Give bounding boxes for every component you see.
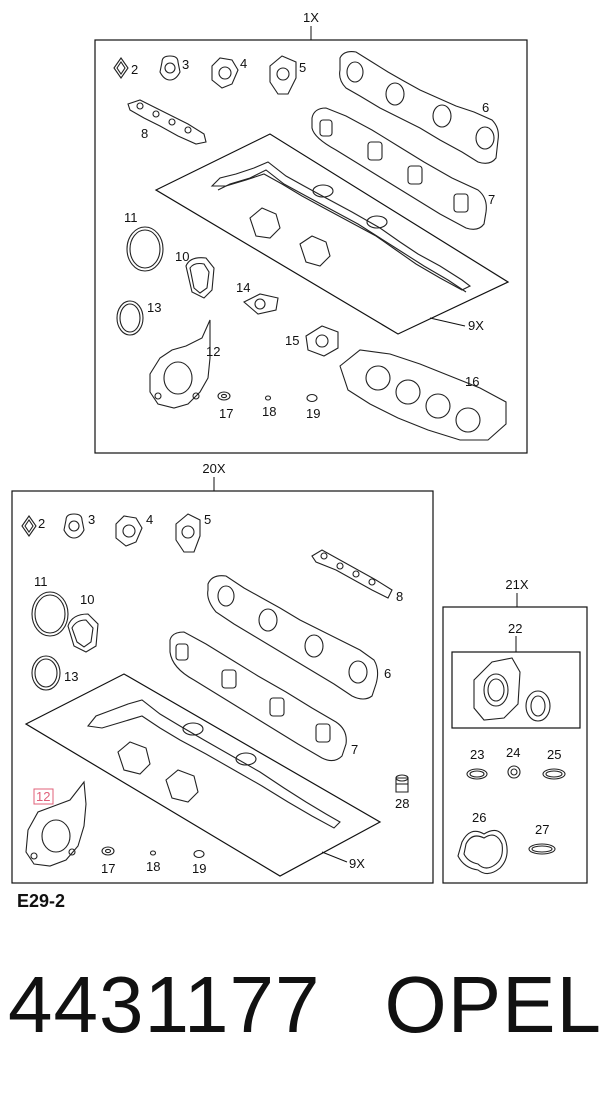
callout-12: 12 [206,344,220,359]
part-11-oring-icon [126,226,164,272]
part-25-oring-icon [542,768,566,780]
group-20x-label: 20X [202,461,225,476]
callout-25: 25 [547,747,561,762]
part-2-gasket-icon [113,57,129,79]
callout-12b-highlight-box [33,788,54,805]
part-13-oring-icon [116,300,144,336]
part-7b-intake-gasket-icon [169,631,347,762]
part-15-gasket-icon [305,325,339,357]
part-27-oring-icon [528,843,556,855]
callout-3: 3 [182,57,189,72]
part-13b-oring-icon [31,655,61,691]
part-11b-oring-icon [31,591,69,637]
group-21x-label: 21X [505,577,528,592]
callout-18b: 18 [146,859,160,874]
callout-11b: 11 [34,574,48,589]
group-9x-label-bottom: 9X [349,856,365,871]
callout-19b: 19 [192,861,206,876]
callout-2b: 2 [38,516,45,531]
callout-10: 10 [175,249,189,264]
part-22-rear-seal-housing-icon [473,657,551,722]
callout-11: 11 [124,210,138,225]
part-10b-seal-icon [67,613,99,653]
callout-4b: 4 [146,512,153,527]
callout-18: 18 [262,404,276,419]
part-17b-washer-icon [101,846,115,856]
part-12-pump-gasket-icon [149,319,211,409]
group-9x-box-bottom: 9X [24,673,382,877]
part-18-washer-icon [264,395,272,401]
callout-17: 17 [219,406,233,421]
part-18b-washer-icon [149,850,157,856]
group-9x-box-top: 9X [154,133,510,335]
callout-7: 7 [488,192,495,207]
callout-4: 4 [240,56,247,71]
callout-27: 27 [535,822,549,837]
part-6b-manifold-gasket-icon [207,575,379,700]
callout-6b: 6 [384,666,391,681]
part-5-gasket-icon [269,55,297,95]
callout-24: 24 [506,745,520,760]
part-19b-washer-icon [193,849,205,859]
part-26-gasket-icon [457,829,508,875]
callout-3b: 3 [88,512,95,527]
callout-5b: 5 [204,512,211,527]
callout-16: 16 [465,374,479,389]
callout-26: 26 [472,810,486,825]
callout-15: 15 [285,333,299,348]
callout-12b: 12 [36,789,50,804]
part-14-gasket-icon [243,293,279,315]
callout-6: 6 [482,100,489,115]
part-23-oring-icon [466,768,488,780]
callout-13b: 13 [64,669,78,684]
part-number: 4431177 [8,960,321,1049]
callout-8b: 8 [396,589,403,604]
group-20x-box: 20X 2 3 4 5 8 [11,461,434,884]
callout-17b: 17 [101,861,115,876]
part-8b-seal-strip-icon [311,549,393,599]
brand-name: OPEL [384,960,600,1049]
callout-23: 23 [470,747,484,762]
callout-5: 5 [299,60,306,75]
group-21x-box: 21X 22 23 24 25 26 27 [442,577,588,884]
callout-13: 13 [147,300,161,315]
part-5b-gasket-icon [175,513,201,553]
group-9x-label-top: 9X [468,318,484,333]
part-6-manifold-gasket-icon [339,51,499,164]
part-12b-pump-gasket-icon [25,780,87,867]
group-1x-label: 1X [303,10,319,25]
part-2b-gasket-icon [21,515,37,537]
part-3b-gasket-icon [63,513,85,539]
part-4b-gasket-icon [115,515,143,547]
callout-7b: 7 [351,742,358,757]
part-3-gasket-icon [159,55,181,81]
group-1x-box: 1X 2 3 4 5 [94,10,528,454]
part-4-gasket-icon [211,57,239,89]
callout-8: 8 [141,126,148,141]
callout-22: 22 [508,621,522,636]
part-7-intake-gasket-icon [311,107,487,230]
callout-19: 19 [306,406,320,421]
callout-14: 14 [236,280,250,295]
part-28-cap-icon [395,774,409,793]
part-24-seal-icon [507,765,521,779]
part-10-seal-icon [185,257,215,299]
callout-10b: 10 [80,592,94,607]
part-16-head-gasket-icon [339,349,507,441]
callout-2: 2 [131,62,138,77]
part-8-seal-strip-icon [127,99,207,145]
part-17-washer-icon [217,391,231,401]
callout-28: 28 [395,796,409,811]
part-19-washer-icon [306,393,318,403]
diagram-reference: E29-2 [17,891,66,911]
